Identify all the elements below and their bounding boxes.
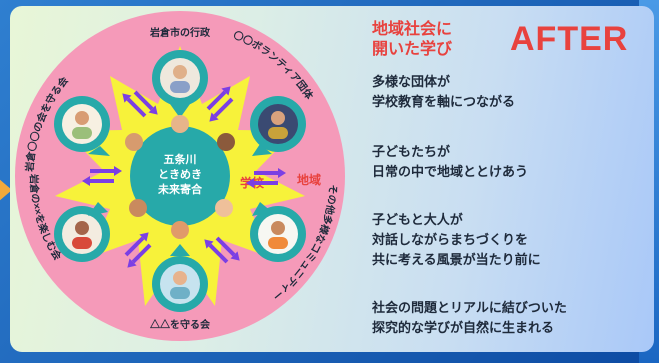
child-face-icon	[129, 199, 147, 217]
org-label-top: 岩倉市の行政	[149, 26, 211, 39]
pin-bottom	[152, 244, 208, 312]
child-face-icon	[125, 133, 143, 151]
statement-line: 日常の中で地域ととけあう	[372, 164, 529, 179]
section-title-line-2: 開いた学び	[372, 41, 453, 58]
pin-top-left	[54, 96, 110, 156]
previous-arrow-tab	[0, 178, 12, 202]
center-circle	[130, 126, 230, 226]
double-arrow-icon	[124, 232, 152, 268]
avatar-face-icon	[271, 111, 285, 125]
statement-3: 子どもと大人が 対話しながらまちづくりを 共に考える風景が当たり前に	[372, 210, 541, 270]
double-arrow-icon	[82, 166, 122, 186]
statement-line: 対話しながらまちづくりを	[372, 232, 529, 247]
child-face-icon	[217, 133, 235, 151]
statement-1: 多様な団体が 学校教育を軸につながる	[372, 72, 515, 112]
connection-arrows	[82, 86, 286, 268]
double-arrow-icon	[204, 236, 240, 264]
statement-line: 共に考える風景が当たり前に	[372, 252, 541, 267]
statement-line: 多様な団体が	[372, 74, 451, 89]
children-faces	[125, 115, 235, 239]
double-arrow-icon	[122, 90, 158, 118]
avatar-face-icon	[75, 111, 89, 125]
double-arrow-icon	[246, 168, 286, 188]
avatar-face-icon	[173, 271, 187, 285]
pin-top	[152, 50, 208, 118]
community-label: 地域	[297, 172, 321, 187]
child-face-icon	[215, 199, 233, 217]
statement-4: 社会の問題とリアルに結びついた 探究的な学びが自然に生まれる	[372, 298, 567, 338]
avatar-face-icon	[75, 221, 89, 235]
section-title-line-1: 地域社会に	[372, 21, 453, 38]
statement-line: 子どもと大人が	[372, 212, 463, 227]
pin-bottom-left	[54, 202, 110, 262]
child-face-icon	[171, 221, 189, 239]
statement-line: 学校教育を軸につながる	[372, 94, 516, 109]
statement-line: 子どもたちが	[372, 144, 451, 159]
statement-2: 子どもたちが 日常の中で地域ととけあう	[372, 142, 528, 182]
avatar-face-icon	[271, 221, 285, 235]
center-line-1: 五条川	[164, 152, 197, 166]
statement-line: 探究的な学びが自然に生まれる	[372, 320, 555, 335]
pin-bottom-right	[250, 202, 306, 262]
center-text: 五条川 ときめき 未来寄合	[157, 152, 203, 196]
pin-top-right	[250, 96, 306, 156]
double-arrow-icon	[206, 86, 234, 122]
community-diagram: 五条川 ときめき 未来寄合 学校 地域	[15, 11, 345, 341]
avatar-face-icon	[173, 65, 187, 79]
org-label-bottom: △△を守る会	[149, 318, 210, 331]
child-face-icon	[171, 115, 189, 133]
after-label: AFTER	[510, 20, 629, 58]
statement-line: 社会の問題とリアルに結びついた	[372, 300, 567, 315]
center-line-3: 未来寄合	[157, 182, 203, 196]
center-line-2: ときめき	[158, 168, 202, 181]
